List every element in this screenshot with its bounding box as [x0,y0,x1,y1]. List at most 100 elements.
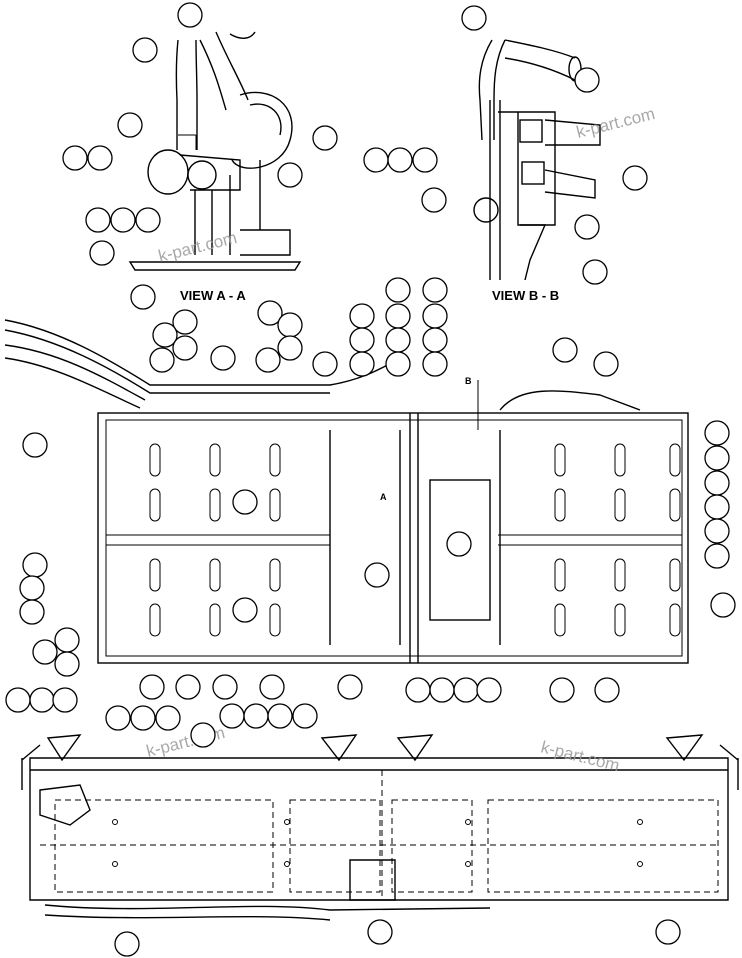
callout-circle [243,703,269,729]
view-b-b-label: VIEW B - B [492,288,559,303]
mounting-hole [465,861,471,867]
callout-circle [232,489,258,515]
callout-circle [212,674,238,700]
callout-circle [175,674,201,700]
mounting-hole [637,819,643,825]
watermark-2: k-part.com [574,104,657,142]
callout-circle [105,705,131,731]
callout-circle [135,207,161,233]
callout-circle [387,147,413,173]
mounting-hole [637,861,643,867]
callout-circle [132,37,158,63]
mounting-hole [112,819,118,825]
mounting-hole [284,861,290,867]
mounting-slot [269,443,281,477]
callout-circle [52,687,78,713]
watermark-3: k-part.com [144,723,227,761]
callout-circle [704,494,730,520]
callout-circle [277,312,303,338]
mounting-slot [149,488,161,522]
callout-circle [704,420,730,446]
callout-circle [172,309,198,335]
callout-circle [172,335,198,361]
callout-circle [405,677,431,703]
callout-circle [412,147,438,173]
callout-circle [130,705,156,731]
callout-circle [704,518,730,544]
callout-circle [446,531,472,557]
callout-circle [155,705,181,731]
mounting-slot [269,603,281,637]
callout-circle [421,187,447,213]
mounting-slot [614,443,626,477]
mounting-slot [614,603,626,637]
callout-group [5,2,736,957]
callout-circle [710,592,736,618]
callout-circle [54,627,80,653]
callout-circle [257,300,283,326]
mounting-slot [554,558,566,592]
mounting-slot [149,443,161,477]
callout-circle [5,687,31,713]
callout-circle [385,351,411,377]
mounting-slot [614,558,626,592]
callout-circle [312,351,338,377]
mounting-slot [554,603,566,637]
mounting-slot [669,558,681,592]
callout-circle [385,327,411,353]
callout-circle [259,674,285,700]
callout-circle [704,470,730,496]
callout-circle [130,284,156,310]
callout-circle [461,5,487,31]
mounting-slot [269,558,281,592]
callout-circle [267,703,293,729]
callout-circle [219,703,245,729]
mounting-slot [209,488,221,522]
callout-circle [349,351,375,377]
mounting-slot [269,488,281,522]
callout-circle [704,543,730,569]
view-b-b-drawing [473,39,601,281]
section-mark-b: B [465,376,472,386]
callout-circle [255,347,281,373]
mounting-slot [149,603,161,637]
callout-circle [117,112,143,138]
callout-circle [152,322,178,348]
callout-circle [622,165,648,191]
callout-circle [422,303,448,329]
callout-circle [349,327,375,353]
callout-circle [549,677,575,703]
mounting-slot [669,443,681,477]
callout-circle [453,677,479,703]
callout-circle [87,145,113,171]
callout-circle [476,677,502,703]
callout-circle [210,345,236,371]
callout-circle [552,337,578,363]
callout-circle [655,919,681,945]
callout-circle [364,562,390,588]
mounting-slot [554,443,566,477]
mounting-slot [669,603,681,637]
callout-circle [277,162,303,188]
callout-circle [422,351,448,377]
callout-circle [429,677,455,703]
mounting-hole [112,861,118,867]
side-view-drawing [21,734,739,921]
callout-circle [574,67,600,93]
section-mark-a: A [380,492,387,502]
callout-circle [422,277,448,303]
callout-circle [349,303,375,329]
view-a-a-label: VIEW A - A [180,288,246,303]
callout-circle [85,207,111,233]
mounting-slot [614,488,626,522]
callout-circle [292,703,318,729]
mounting-slot [209,558,221,592]
callout-circle [19,599,45,625]
callout-circle [149,347,175,373]
callout-circle [22,432,48,458]
callout-circle [190,722,216,748]
callout-circle [594,677,620,703]
callout-circle [62,145,88,171]
callout-circle [704,445,730,471]
